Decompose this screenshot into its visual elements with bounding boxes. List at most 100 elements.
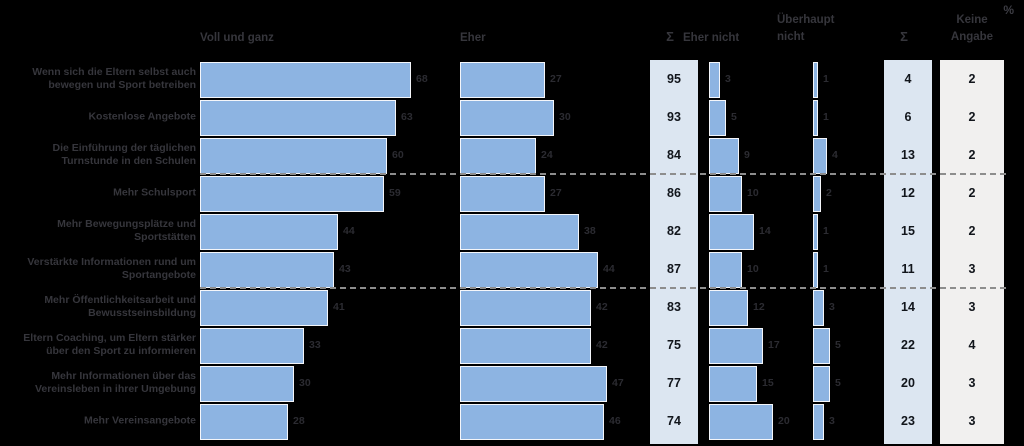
sum-value: 86: [667, 186, 681, 200]
header-keine-angabe-line1: Keine: [956, 14, 988, 26]
sum-value: 4: [968, 338, 976, 352]
bar-value-label: 38: [584, 225, 596, 237]
sum-value: 3: [968, 376, 976, 390]
bar-eher-nicht: [709, 290, 748, 326]
bar-voll-und-ganz: [200, 176, 384, 212]
sum-value: 15: [901, 224, 915, 238]
category-label-line: Turnstunde in den Schulen: [61, 155, 196, 167]
bar--berhaupt-nicht: [813, 366, 830, 402]
bar-value-label: 4: [832, 149, 838, 161]
bar-value-label: 30: [299, 377, 311, 389]
sum-value: 77: [667, 376, 681, 390]
sum-value: 2: [968, 110, 976, 124]
category-label-line: Mehr Informationen über das: [51, 370, 196, 382]
bar-eher: [460, 62, 545, 98]
bar-value-label: 10: [747, 187, 759, 199]
category-label: Mehr Schulsport: [0, 187, 196, 200]
sum-value: 95: [667, 72, 681, 86]
category-label-line: Kostenlose Angebote: [88, 110, 196, 123]
header-voll-und-ganz: Voll und ganz: [200, 32, 274, 44]
sum-value: 20: [901, 376, 915, 390]
bar-eher: [460, 328, 591, 364]
bar-eher-nicht: [709, 328, 763, 364]
bar-value-label: 41: [333, 301, 345, 313]
sum-value: 3: [968, 414, 976, 428]
bar-value-label: 20: [778, 415, 790, 427]
bar-value-label: 1: [823, 111, 829, 123]
bar-value-label: 3: [829, 415, 835, 427]
sum-value: 2: [968, 72, 976, 86]
bar-eher: [460, 366, 607, 402]
bar-value-label: 9: [744, 149, 750, 161]
bar-value-label: 1: [823, 225, 829, 237]
sum-value: 2: [968, 224, 976, 238]
category-label-line: Sportstätten: [134, 231, 196, 243]
bar-eher: [460, 176, 545, 212]
bar-eher: [460, 290, 591, 326]
bar-eher: [460, 138, 536, 174]
bar-value-label: 42: [596, 339, 608, 351]
category-label-line: bewegen und Sport betreiben: [48, 79, 196, 91]
bar-value-label: 17: [768, 339, 780, 351]
sum-value: 6: [904, 110, 912, 124]
category-label-line: Wenn sich die Eltern selbst auch: [32, 66, 196, 78]
bar-value-label: 12: [753, 301, 765, 313]
percent-unit-label: %: [1003, 3, 1014, 17]
bar-eher-nicht: [709, 214, 754, 250]
bar-value-label: 44: [603, 263, 615, 275]
bar--berhaupt-nicht: [813, 62, 818, 98]
header-eher: Eher: [460, 32, 486, 44]
sum-value: 14: [901, 300, 915, 314]
sum-value: 93: [667, 110, 681, 124]
bar-value-label: 5: [731, 111, 737, 123]
bar-eher: [460, 252, 598, 288]
bar-value-label: 47: [612, 377, 624, 389]
bar-value-label: 42: [596, 301, 608, 313]
header-ueberhaupt-nicht: Überhaupt nicht: [777, 12, 835, 46]
sum-value: 75: [667, 338, 681, 352]
bar-value-label: 3: [725, 73, 731, 85]
bar-voll-und-ganz: [200, 404, 288, 440]
bar-value-label: 2: [826, 187, 832, 199]
category-label-line: Sportangebote: [121, 269, 196, 281]
bar-eher-nicht: [709, 404, 773, 440]
bar-value-label: 27: [550, 73, 562, 85]
bar-value-label: 3: [829, 301, 835, 313]
bar-voll-und-ganz: [200, 366, 294, 402]
bar-value-label: 59: [389, 187, 401, 199]
keine-angabe-column-background: [940, 60, 1004, 444]
category-label-line: Mehr Vereinsangebote: [83, 414, 196, 427]
bar-eher-nicht: [709, 252, 742, 288]
bar-eher: [460, 214, 579, 250]
sum-value: 82: [667, 224, 681, 238]
bar-value-label: 27: [550, 187, 562, 199]
bar-eher-nicht: [709, 138, 739, 174]
bar-voll-und-ganz: [200, 62, 411, 98]
header-keine-angabe-line2: Angabe: [950, 31, 994, 43]
sum-value: 3: [968, 262, 976, 276]
header-eher-nicht: Eher nicht: [683, 32, 740, 44]
category-label-line: Vereinsleben in ihrer Umgebung: [34, 383, 196, 395]
sum-value: 23: [901, 414, 915, 428]
sum-value: 2: [968, 148, 976, 162]
sum-value: 11: [901, 262, 915, 276]
bar--berhaupt-nicht: [813, 214, 818, 250]
category-label-line: Eltern Coaching, um Eltern stärker: [23, 332, 196, 344]
bar-value-label: 33: [309, 339, 321, 351]
category-label-line: über den Sport zu informieren: [46, 345, 196, 357]
bar--berhaupt-nicht: [813, 328, 830, 364]
dashed-separator-line: [200, 287, 1006, 289]
bar-value-label: 28: [293, 415, 305, 427]
bar-voll-und-ganz: [200, 214, 338, 250]
bar-value-label: 14: [759, 225, 771, 237]
bar-value-label: 44: [343, 225, 355, 237]
sum-value: 2: [968, 186, 976, 200]
bar--berhaupt-nicht: [813, 138, 827, 174]
category-label-line: Mehr Öffentlichkeitsarbeit und: [44, 294, 196, 306]
bar--berhaupt-nicht: [813, 290, 824, 326]
